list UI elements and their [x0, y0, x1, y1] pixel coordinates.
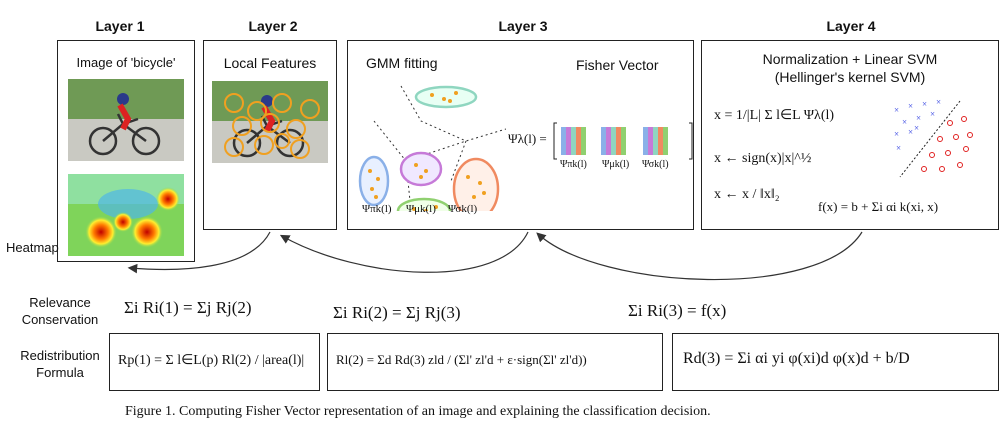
redistribution-label: Redistribution Formula [6, 347, 114, 381]
redistribution-box-3: Rd(3) = Σi αi yi φ(xi)d φ(x)d + b/D [672, 333, 999, 391]
panel-layer-1: Image of 'bicycle' [57, 40, 195, 262]
eq-aggregate: x = 1/|L| Σ l∈L Ψλ(l) [714, 108, 835, 123]
conservation-eq-2: Σi Ri(2) = Σj Rj(3) [333, 303, 461, 322]
fisher-vector-bars [553, 122, 693, 160]
redistribution-box-1: Rp(1) = Σ l∈L(p) Rl(2) / |area(l)| [109, 333, 320, 391]
relevance-label: Relevance Conservation [6, 294, 114, 328]
arrow-layer4-to-layer3 [536, 231, 863, 281]
svg-text:×: × [908, 127, 913, 137]
heatmap-label: Heatmap [6, 240, 59, 255]
panel-layer-4: Normalization + Linear SVM (Hellinger's … [701, 40, 999, 230]
fv-psi-mu-label: Ψμk(l) [602, 159, 630, 170]
layer-1-title: Layer 1 [95, 18, 145, 34]
svg-text:×: × [936, 99, 941, 107]
svg-text:×: × [894, 129, 899, 139]
panel-4-caption-line2: (Hellinger's kernel SVM) [774, 69, 926, 85]
svg-text:×: × [916, 113, 921, 123]
eq-svm-decision: f(x) = b + Σi αi k(xi, x) [818, 199, 939, 214]
panel-layer-2: Local Features [203, 40, 337, 230]
eq-power-norm: x ← sign(x)|x|^½ [714, 151, 812, 166]
redistribution-box-2: Rl(2) = Σd Rd(3) zld / (Σl' zl'd + ε·sig… [327, 333, 663, 391]
relevance-label-line1: Relevance [29, 295, 91, 310]
conservation-eq-3: Σi Ri(3) = f(x) [628, 301, 727, 320]
heatmap-image [68, 174, 184, 256]
bicycle-photo [68, 79, 184, 161]
svg-text:×: × [914, 123, 919, 133]
svm-scatter: ×××× ××× ×××× [894, 99, 973, 178]
svg-text:×: × [922, 99, 927, 109]
redistribution-eq-3: Rd(3) = Σi αi yi φ(xi)d φ(x)d + b/D [683, 350, 910, 367]
conservation-eq-1: Σi Ri(1) = Σj Rj(2) [124, 298, 252, 317]
gmm-psi-pi-label: Ψπk(l) [362, 203, 392, 215]
fisher-vector-caption: Fisher Vector [576, 57, 659, 73]
eq-l2-norm: x ← x / ‖x‖₂ [714, 187, 780, 202]
panel-2-caption: Local Features [223, 55, 317, 71]
layer-3-title: Layer 3 [498, 18, 548, 34]
redistribution-label-line2: Formula [36, 365, 84, 380]
fv-psi-sigma-label: Ψσk(l) [642, 159, 669, 170]
svg-text:×: × [908, 101, 913, 111]
redistribution-label-line1: Redistribution [20, 348, 100, 363]
figure-caption: Figure 1. Computing Fisher Vector repres… [125, 404, 711, 419]
gmm-psi-mu-label: Ψμk(l) [406, 203, 436, 215]
relevance-label-line2: Conservation [21, 312, 99, 327]
gmm-psi-sigma-label: Ψσk(l) [448, 203, 478, 215]
svg-text:×: × [896, 143, 901, 153]
gmm-caption: GMM fitting [366, 55, 438, 71]
redistribution-eq-2: Rl(2) = Σd Rd(3) zld / (Σl' zl'd + ε·sig… [336, 352, 587, 367]
arrow-layer3-to-layer2 [279, 231, 529, 273]
svg-text:×: × [930, 109, 935, 119]
layer-2-title: Layer 2 [248, 18, 298, 34]
gmm-clusters [358, 85, 506, 211]
panel-1-caption: Image of 'bicycle' [76, 55, 176, 70]
local-features-photo [212, 81, 328, 163]
layer-4-title: Layer 4 [826, 18, 876, 34]
panel-4-caption-line1: Normalization + Linear SVM [762, 51, 938, 67]
panel-layer-3: GMM fitting Fisher Vector Ψπk(l) Ψμk(l) … [347, 40, 694, 230]
svg-text:×: × [894, 105, 899, 115]
fv-psi-pi-label: Ψπk(l) [560, 159, 587, 170]
redistribution-eq-1: Rp(1) = Σ l∈L(p) Rl(2) / |area(l)| [118, 353, 305, 368]
svg-text:×: × [902, 117, 907, 127]
fisher-vector-formula: Ψλ(l) = [508, 131, 547, 146]
